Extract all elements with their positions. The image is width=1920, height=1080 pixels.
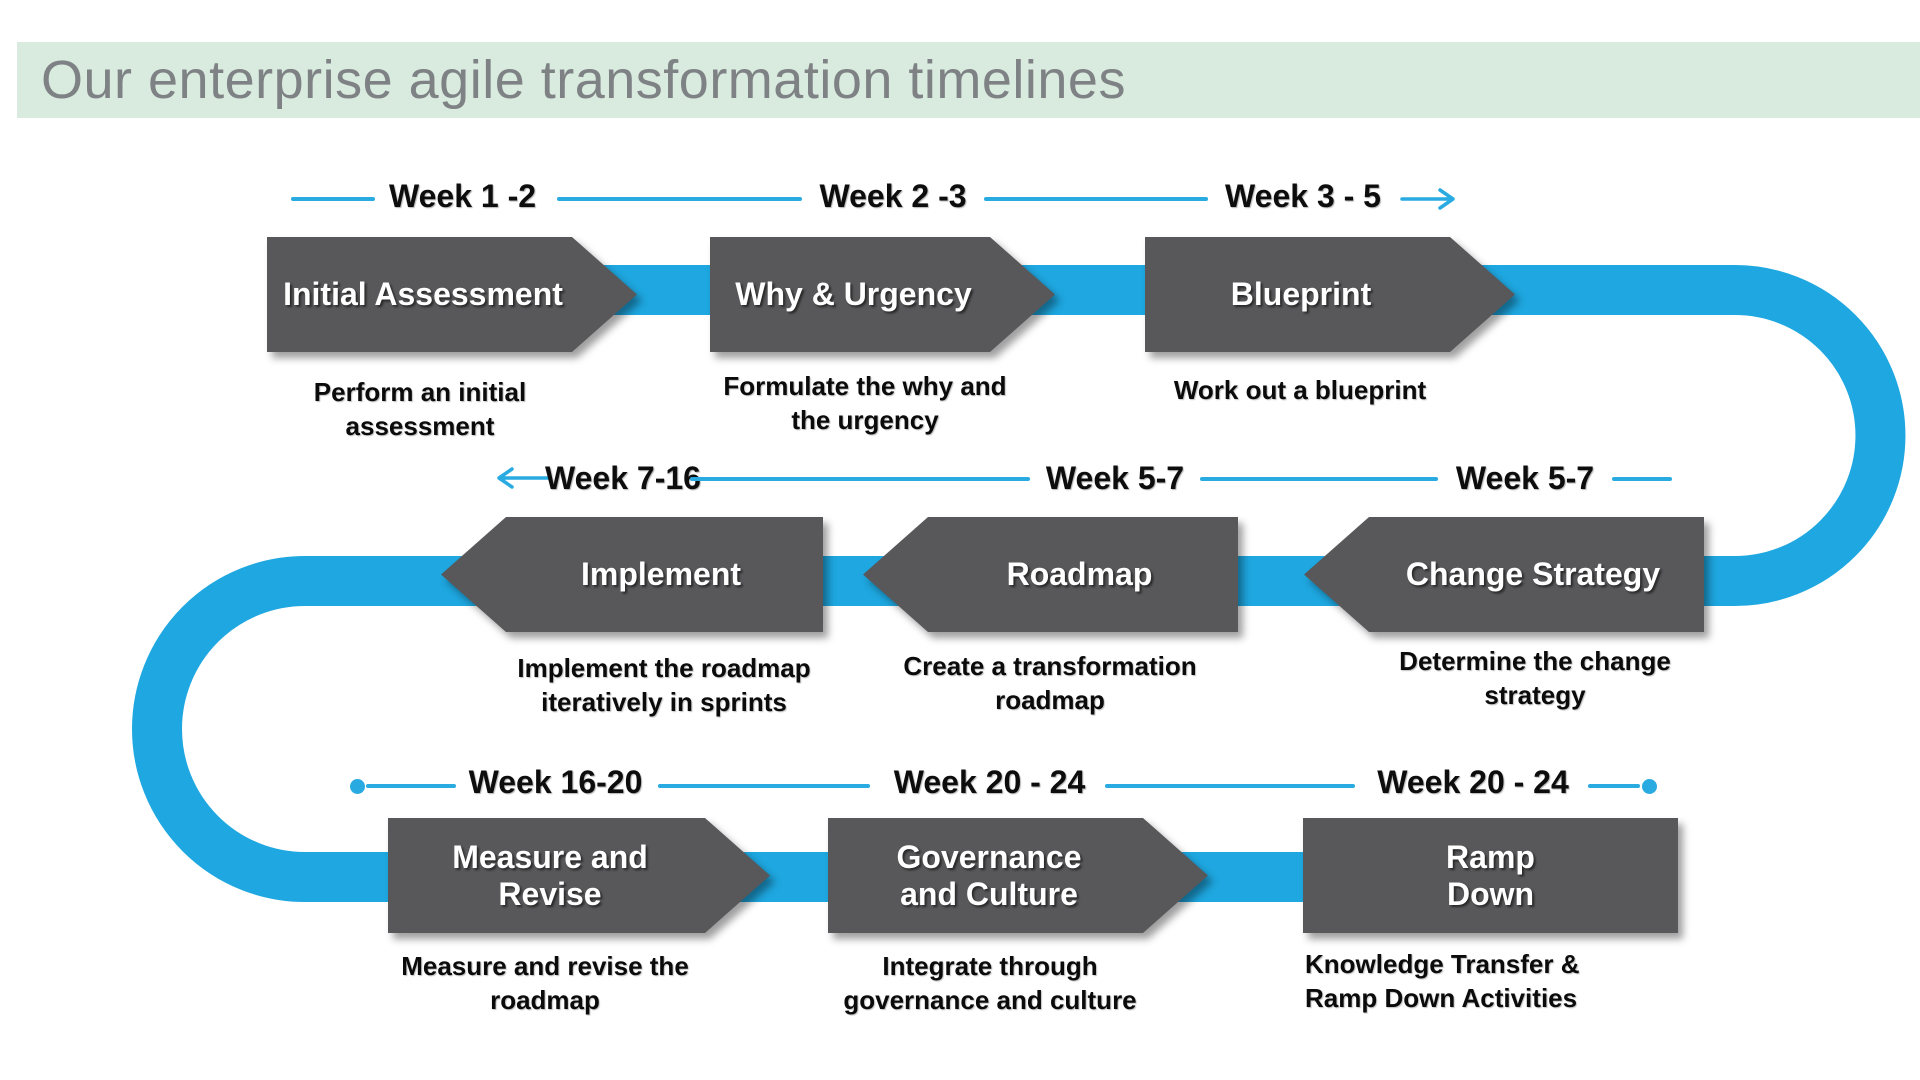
stage-box-governance-culture: Governance and Culture [828,818,1208,933]
stage-description-roadmap: Create a transformation roadmap [903,651,1197,715]
connector-line [690,477,1030,481]
stage-box-implement: Implement [441,517,823,632]
stage-description-change-strategy: Determine the change strategy [1399,646,1671,710]
stage-box-measure-revise: Measure and Revise [388,818,770,933]
stage-title: Change Strategy [1405,556,1661,593]
stage-box-change-strategy: Change Strategy [1304,517,1704,632]
stage-title: Governance and Culture [896,838,1082,912]
stage-description-initial-assessment: Perform an initial assessment [313,377,527,441]
week-label-9: Week 20 - 24 [1377,764,1569,800]
stage-title: Measure and Revise [452,838,648,912]
connector-line [658,784,870,788]
stage-title: Why & Urgency [735,276,972,313]
connector-line [984,197,1208,201]
week-label-3: Week 3 - 5 [1225,178,1381,214]
stage-box-ramp-down: Ramp Down [1303,818,1678,933]
arrow-right-icon [1400,188,1455,210]
connector-line [1200,477,1438,481]
stage-title: Initial Assessment [283,276,563,313]
stage-description-ramp-down: Knowledge Transfer & Ramp Down Activitie… [1305,949,1580,1013]
stage-title: Ramp Down [1446,838,1535,912]
week-label-6: Week 5-7 [1455,460,1595,496]
connector-line [557,197,802,201]
stage-description-implement: Implement the roadmap iteratively in spr… [517,653,811,717]
stage-box-blueprint: Blueprint [1145,237,1515,352]
connector-line [1612,477,1672,481]
week-label-7: Week 16-20 [468,764,643,800]
stage-box-why-urgency: Why & Urgency [710,237,1055,352]
stage-box-roadmap: Roadmap [863,517,1238,632]
week-label-4: Week 7-16 [545,460,701,496]
week-label-8: Week 20 - 24 [893,764,1086,800]
arrow-left-icon [497,467,552,489]
stage-title: Blueprint [1230,276,1372,313]
connector-line [1105,784,1355,788]
stage-description-why-urgency: Formulate the why and the urgency [723,371,1007,435]
dot-icon [350,779,365,794]
week-label-5: Week 5-7 [1045,460,1185,496]
stage-description-blueprint: Work out a blueprint [1173,375,1427,405]
stage-description-governance-culture: Integrate through governance and culture [843,951,1137,1015]
page-title: Our enterprise agile transformation time… [41,50,1126,110]
title-banner: Our enterprise agile transformation time… [17,42,1920,118]
connector-line [366,784,456,788]
stage-description-measure-revise: Measure and revise the roadmap [401,951,689,1015]
stage-box-initial-assessment: Initial Assessment [267,237,637,352]
connector-line [1588,784,1640,788]
dot-icon [1642,779,1657,794]
stage-title: Implement [580,556,742,593]
connector-line [291,197,375,201]
week-label-1: Week 1 -2 [388,178,537,214]
week-label-2: Week 2 -3 [819,178,967,214]
stage-title: Roadmap [1006,556,1153,593]
